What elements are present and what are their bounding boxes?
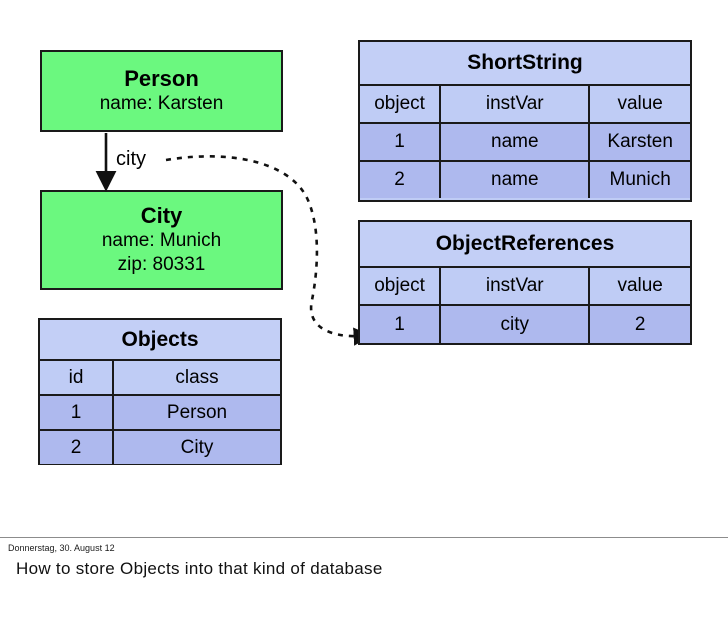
table-objectreferences: ObjectReferences object instVar value 1 … (358, 220, 692, 345)
table-objectreferences-header-row: object instVar value (360, 266, 690, 304)
object-box-city: City name: Munich zip: 80331 (40, 190, 283, 290)
edge-label-city: city (116, 148, 146, 170)
cell-value: Munich (588, 162, 690, 198)
cell-class: Person (112, 396, 280, 429)
cell-object: 2 (394, 169, 405, 190)
cell-class: City (112, 431, 280, 464)
table-objects-header-row: id class (40, 359, 280, 394)
cell-value: Karsten (588, 124, 690, 160)
cell-id: 1 (70, 401, 82, 423)
column-header-value: value (588, 268, 690, 304)
table-shortstring: ShortString object instVar value 1 name … (358, 40, 692, 202)
column-header-instvar: instVar (439, 86, 588, 122)
column-header-object: object (374, 93, 425, 114)
table-row: 2 name Munich (360, 160, 690, 198)
object-box-person: Person name: Karsten (40, 50, 283, 132)
footer-divider (0, 537, 728, 538)
object-box-person-title: Person (124, 66, 199, 92)
cell-instvar: name (439, 124, 588, 160)
table-row: 1 city 2 (360, 304, 690, 343)
footer-date: Donnerstag, 30. August 12 (8, 543, 115, 553)
slide-caption: How to store Objects into that kind of d… (16, 559, 383, 578)
object-box-person-attribute-name: name: Karsten (99, 93, 224, 115)
table-row: 1 name Karsten (360, 122, 690, 160)
object-box-city-attribute-zip: zip: 80331 (117, 253, 206, 275)
cell-object: 1 (394, 131, 405, 152)
column-header-id: id (68, 366, 84, 388)
table-shortstring-header-row: object instVar value (360, 84, 690, 122)
cell-instvar: name (439, 162, 588, 198)
table-objectreferences-title-row: ObjectReferences (360, 222, 690, 266)
cell-object: 1 (394, 313, 405, 335)
object-box-city-title: City (140, 203, 183, 229)
table-objects-title-row: Objects (40, 320, 280, 359)
column-header-object: object (374, 275, 425, 296)
cell-id: 2 (70, 436, 82, 458)
table-shortstring-title: ShortString (467, 51, 583, 74)
cell-value: 2 (588, 306, 690, 343)
column-header-value: value (588, 86, 690, 122)
table-objects: Objects id class 1 Person 2 City (38, 318, 282, 465)
table-shortstring-title-row: ShortString (360, 42, 690, 84)
column-header-instvar: instVar (439, 268, 588, 304)
cell-instvar: city (439, 306, 588, 343)
object-box-city-attribute-name: name: Munich (101, 230, 222, 252)
table-row: 2 City (40, 429, 280, 464)
table-row: 1 Person (40, 394, 280, 429)
table-objectreferences-title: ObjectReferences (435, 232, 615, 255)
table-objects-title: Objects (121, 327, 199, 351)
column-header-class: class (112, 361, 280, 394)
